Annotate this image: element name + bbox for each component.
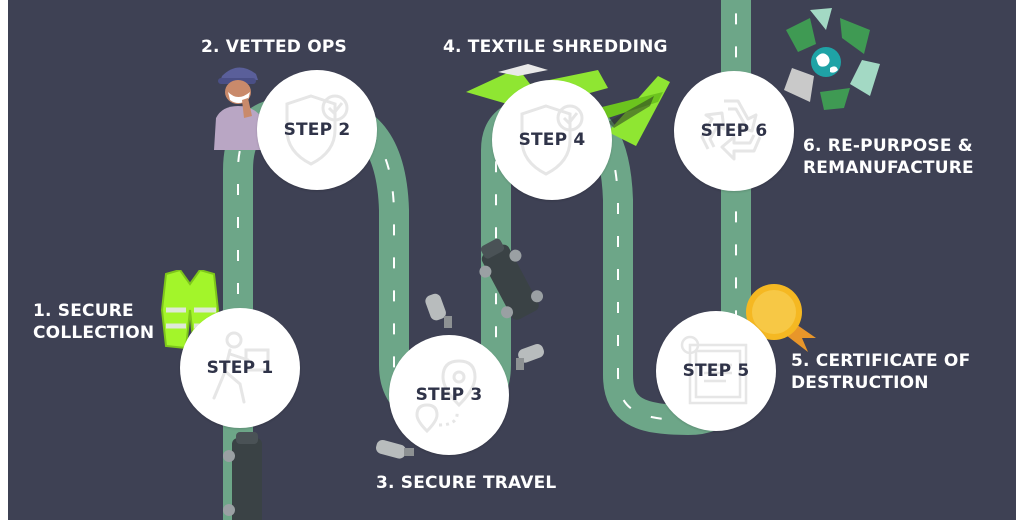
step-5-circle: STEP 5 [656,311,776,431]
step-6-circle: STEP 6 [674,71,794,191]
certificate-icon [680,335,748,405]
recycle-icon [700,99,762,161]
masked-worker-icon [214,67,266,150]
step-2-label: STEP 2 [283,120,351,140]
step-6-label: STEP 6 [700,121,768,141]
step-1-label: STEP 1 [206,358,274,378]
security-camera-icon [376,439,414,459]
truck-icon-middle [479,238,544,320]
caption-step-3: 3. SECURE TRAVEL [376,473,557,493]
step-4-circle: STEP 4 [492,80,612,200]
truck-icon-bottom [223,432,262,520]
caption-step-2: 2. VETTED OPS [201,37,347,57]
step-2-circle: STEP 2 [257,70,377,190]
person-carrying-box-icon [212,331,270,404]
recycle-globe-icon [784,8,880,110]
security-camera-icon [425,293,452,328]
caption-step-6: 6. RE-PURPOSE &REMANUFACTURE [803,136,974,178]
security-camera-icon [516,344,544,370]
caption-step-4: 4. TEXTILE SHREDDING [443,37,668,57]
step-3-label: STEP 3 [415,385,483,405]
shield-check-icon [520,104,584,176]
shredded-textile-icon [466,64,670,146]
map-pin-route-icon [415,359,477,434]
step-3-circle: STEP 3 [389,335,509,455]
step-4-label: STEP 4 [518,130,586,150]
step-5-label: STEP 5 [682,361,750,381]
step-1-circle: STEP 1 [180,308,300,428]
gold-medal-icon [746,284,816,352]
shield-check-icon [285,94,349,166]
